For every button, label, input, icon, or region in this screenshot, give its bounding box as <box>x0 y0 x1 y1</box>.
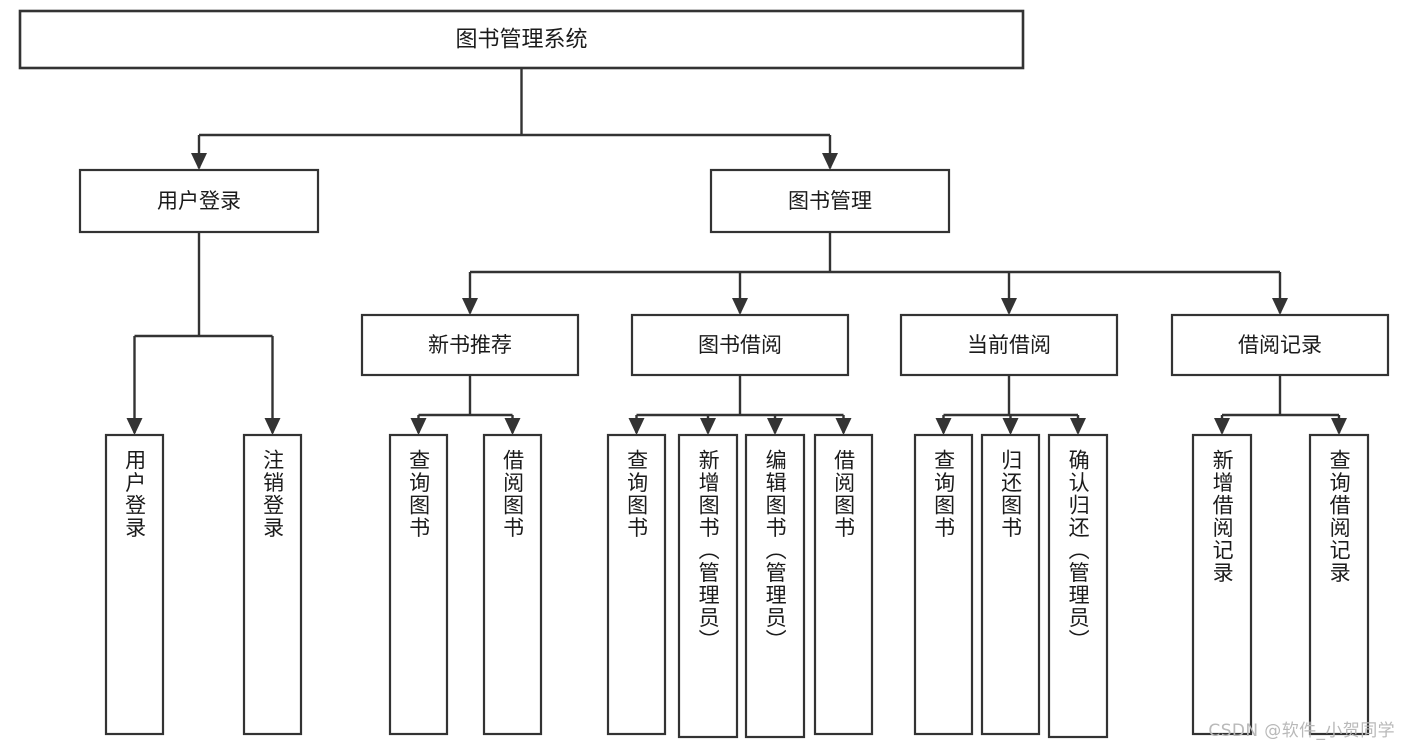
node-borrow-record-box[interactable] <box>1170 313 1390 377</box>
arrow-head-book-borrow-to-leaf-add-book <box>700 418 716 435</box>
arrow-head-root-to-book-manage <box>822 153 838 170</box>
arrow-head-current-borrow-to-leaf-confirm-return <box>1070 418 1086 435</box>
node-book-borrow-box[interactable] <box>630 313 850 377</box>
node-leaf-add-record-box[interactable] <box>1191 433 1253 736</box>
node-current-borrow-box[interactable] <box>899 313 1119 377</box>
node-current-borrow-label: 当前借阅 <box>967 333 1051 357</box>
arrow-head-borrow-record-to-leaf-query-record <box>1331 418 1347 435</box>
node-user-login-box[interactable] <box>78 168 320 234</box>
arrow-head-current-borrow-to-leaf-query-book-3 <box>935 418 952 435</box>
node-root-label: 图书管理系统 <box>455 28 587 53</box>
arrow-head-root-to-user-login <box>191 153 207 170</box>
arrow-head-current-borrow-to-leaf-return-book <box>1002 418 1019 435</box>
node-leaf-return-book-box[interactable] <box>980 433 1041 736</box>
node-leaf-query-book-2-box[interactable] <box>606 433 667 736</box>
node-book-borrow-label: 图书借阅 <box>698 333 782 357</box>
arrow-head-user-login-to-leaf-logout <box>264 418 281 435</box>
node-user-login-label: 用户登录 <box>157 189 241 213</box>
node-leaf-borrow-book-2-box[interactable] <box>813 433 874 736</box>
watermark-text: CSDN @软件_小贺同学 <box>1208 721 1395 741</box>
node-book-manage-box[interactable] <box>709 168 951 234</box>
node-borrow-record-label: 借阅记录 <box>1238 333 1322 357</box>
node-root-box[interactable] <box>18 9 1025 70</box>
arrow-head-user-login-to-leaf-user-login <box>126 418 143 435</box>
arrow-head-bookmanage-to-book-borrow <box>732 298 748 315</box>
arrow-head-bookmanage-to-borrow-record <box>1272 298 1288 315</box>
node-leaf-query-book-3-box[interactable] <box>913 433 974 736</box>
node-leaf-edit-book-box[interactable] <box>744 433 806 739</box>
arrow-head-bookmanage-to-current-borrow <box>1001 298 1017 315</box>
node-leaf-add-book-box[interactable] <box>677 433 739 739</box>
arrow-head-book-borrow-to-leaf-borrow-book-2 <box>835 418 852 435</box>
node-leaf-logout-box[interactable] <box>242 433 303 736</box>
node-leaf-query-book-1-box[interactable] <box>388 433 449 736</box>
node-book-manage-label: 图书管理 <box>788 189 872 213</box>
connector-lines <box>126 68 1347 435</box>
arrow-head-book-borrow-to-leaf-query-book-2 <box>628 418 645 435</box>
node-leaf-confirm-return-box[interactable] <box>1047 433 1109 739</box>
node-leaf-query-record-box[interactable] <box>1308 433 1370 736</box>
node-leaf-borrow-book-1-box[interactable] <box>482 433 543 736</box>
node-leaf-user-login-box[interactable] <box>104 433 165 736</box>
node-new-book-rec-box[interactable] <box>360 313 580 377</box>
node-new-book-rec-label: 新书推荐 <box>428 333 512 357</box>
arrow-head-new-book-rec-to-leaf-borrow-book-1 <box>504 418 521 435</box>
arrow-head-book-borrow-to-leaf-edit-book <box>767 418 783 435</box>
arrow-head-bookmanage-to-new-book-rec <box>462 298 478 315</box>
arrow-head-borrow-record-to-leaf-add-record <box>1214 418 1230 435</box>
arrow-head-new-book-rec-to-leaf-query-book-1 <box>410 418 427 435</box>
